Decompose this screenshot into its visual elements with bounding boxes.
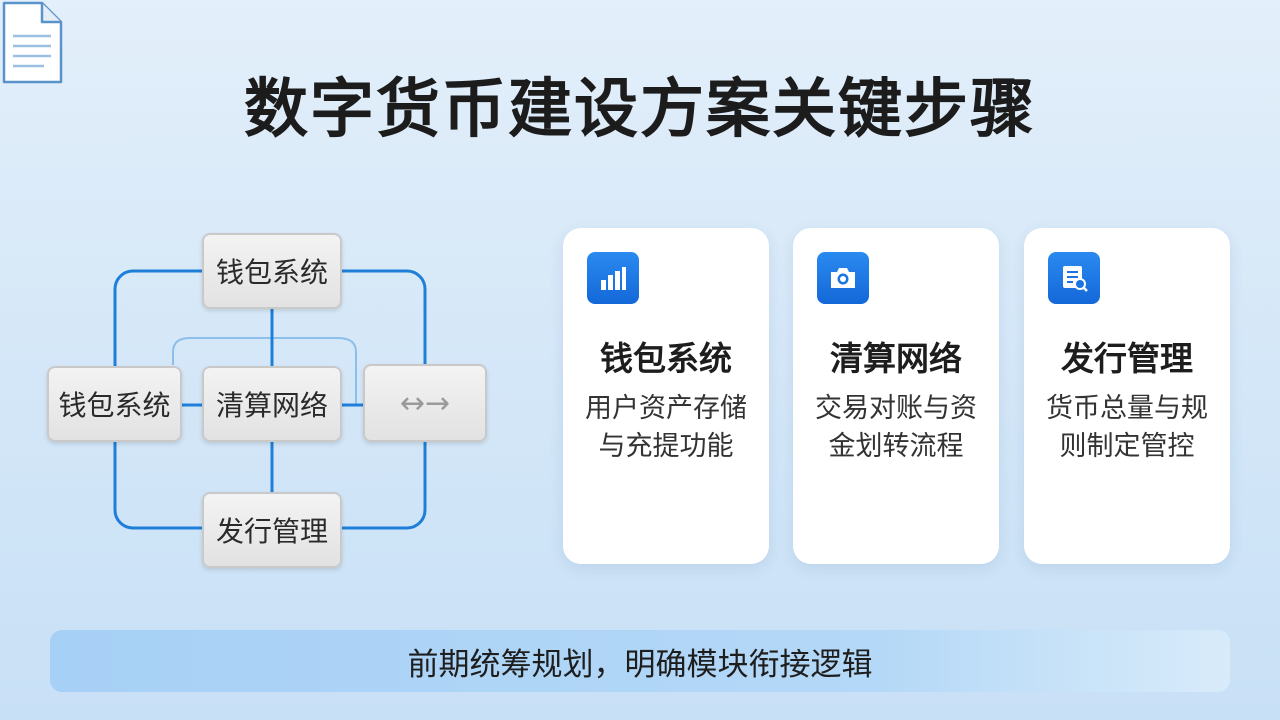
node-clearing-center: 清算网络: [202, 366, 342, 442]
card-title: 钱包系统: [600, 339, 732, 378]
node-issuance-bottom: 发行管理: [202, 492, 342, 568]
card-clearing-network: 清算网络 交易对账与资金划转流程: [793, 228, 999, 564]
card-title: 发行管理: [1061, 339, 1193, 378]
module-diagram: 钱包系统 钱包系统 清算网络 发行管理 ↔→: [0, 0, 560, 620]
node-wallet-top: 钱包系统: [202, 233, 342, 309]
page-title: 数字货币建设方案关键步骤: [244, 73, 1036, 147]
card-description: 用户资产存储与充提功能: [585, 393, 747, 462]
inner-arc-line: [172, 337, 357, 405]
node-arrow-placeholder: ↔→: [363, 364, 487, 442]
card-title: 清算网络: [830, 339, 962, 378]
node-wallet-left: 钱包系统: [47, 366, 182, 442]
card-description: 交易对账与资金划转流程: [815, 393, 977, 462]
summary-banner: 前期统筹规划，明确模块衔接逻辑: [50, 630, 1230, 692]
card-wallet-system: 钱包系统 用户资产存储与充提功能: [563, 228, 769, 564]
document-icon: [2, 1, 63, 84]
camera-icon: [817, 252, 869, 304]
card-issuance-management: 发行管理 货币总量与规则制定管控: [1024, 228, 1230, 564]
card-description: 货币总量与规则制定管控: [1046, 393, 1208, 462]
bar-chart-icon: [587, 252, 639, 304]
document-search-icon: [1048, 252, 1100, 304]
